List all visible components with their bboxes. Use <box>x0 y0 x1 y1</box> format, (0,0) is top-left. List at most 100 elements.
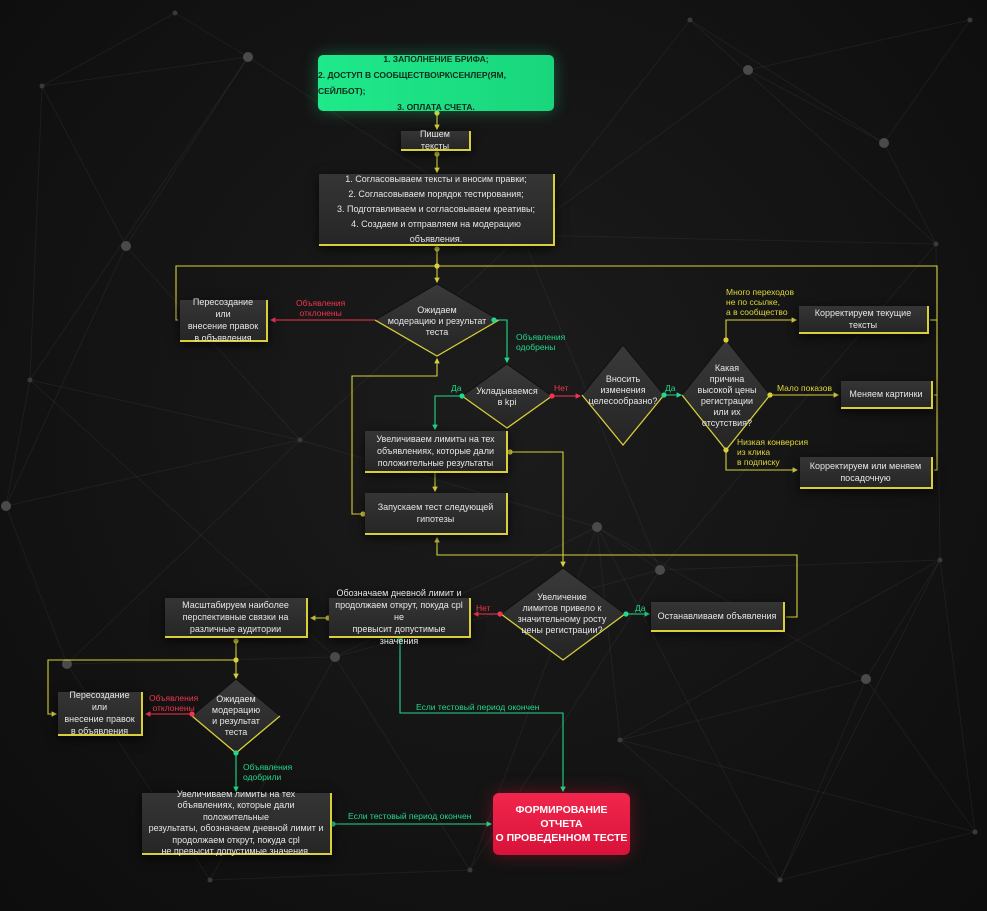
background-network-line <box>747 69 885 144</box>
background-network-line <box>209 869 471 881</box>
background-network-line <box>619 559 941 741</box>
decision-moderation-1 <box>374 283 500 357</box>
label-no-2: Нет <box>476 603 491 613</box>
wire-daily-to-end <box>399 639 566 793</box>
background-network-line <box>659 559 941 571</box>
background-network-line <box>619 678 867 741</box>
background-network-line <box>174 12 249 58</box>
label-yes-3: Да <box>635 603 646 613</box>
background-network-dot <box>1 501 11 511</box>
label-rejected-2: Объявления отклонены <box>149 693 199 713</box>
label-test-over-1: Если тестовый период окончен <box>416 702 540 712</box>
background-network-line <box>5 379 31 507</box>
dot-mod2-bottom <box>233 750 239 756</box>
dot-kpi-left <box>459 393 465 399</box>
wire-stop-loop <box>434 536 798 618</box>
background-network-dot <box>592 522 602 532</box>
dot-write-bottom <box>434 151 440 157</box>
background-network-line <box>883 19 971 144</box>
background-network-dot <box>937 557 943 563</box>
background-network-line <box>125 245 301 441</box>
label-no-1: Нет <box>554 383 569 393</box>
decision-worth-change <box>581 344 665 446</box>
end-node: ФОРМИРОВАНИЕ ОТЧЕТА О ПРОВЕДЕННОМ ТЕСТЕ <box>493 793 630 855</box>
node-next-hypothesis: Запускаем тест следующей гипотезы <box>365 493 508 535</box>
decision-worth-change-edge <box>581 394 665 447</box>
wire-mod2-loop <box>47 659 236 717</box>
background-network-line <box>5 505 68 665</box>
wire-top-loop-left <box>175 265 437 321</box>
background-network-dot <box>297 437 303 443</box>
background-network-dot <box>861 674 871 684</box>
background-network-dot <box>207 877 213 883</box>
node-redo-2-label: Пересоздание или внесение правок в объяв… <box>64 690 135 736</box>
node-change-images-label: Меняем картинки <box>849 389 923 399</box>
node-redo-1-label: Пересоздание или внесение правок в объяв… <box>187 297 259 343</box>
node-increase-final: Увеличиваем лимиты на тех объявлениях, к… <box>142 789 332 856</box>
background-network-dot <box>62 659 72 669</box>
dot-increase-right <box>507 449 513 455</box>
wire-increase-right <box>510 451 566 568</box>
node-fix-landing: Корректируем или меняем посадочную <box>800 457 933 489</box>
background-network-dot <box>172 10 178 16</box>
background-network-dot <box>879 138 889 148</box>
dot-scale-bottom <box>233 638 239 644</box>
background-network-line <box>779 831 976 881</box>
label-rejected-1: Объявления отклонены <box>296 298 346 318</box>
background-network-line <box>5 439 301 507</box>
background-network-line <box>334 656 471 871</box>
background-network-dot <box>617 737 623 743</box>
node-set-daily-label: Обозначаем дневной лимит и продолжаем от… <box>335 588 463 646</box>
wire-kpi-yes <box>432 395 462 431</box>
node-change-images: Меняем картинки <box>841 381 933 409</box>
background-network-line <box>596 526 661 571</box>
label-low-conversion: Низкая конверсия из клика в подписку <box>737 437 809 467</box>
background-network-line <box>299 439 598 528</box>
background-network-line <box>521 69 749 236</box>
decision-reason <box>681 339 771 451</box>
label-approved-1: Объявления одобрены <box>516 332 566 352</box>
end-node-label: ФОРМИРОВАНИЕ ОТЧЕТА О ПРОВЕДЕННОМ ТЕСТЕ <box>495 804 628 844</box>
dot-reason-bottom <box>723 447 729 453</box>
background-network-dot <box>655 565 665 575</box>
label-approved-2: Объявления одобрили <box>243 762 293 782</box>
background-network-line <box>779 559 941 881</box>
background-network-line <box>689 19 885 144</box>
node-scale-label: Масштабируем наиболее перспективные связ… <box>182 600 289 634</box>
background-network-line <box>29 56 249 381</box>
label-many-clicks: Много переходов не по ссылке, а в сообще… <box>726 287 794 317</box>
label-test-over-2: Если тестовый период окончен <box>348 811 472 821</box>
background-network-line <box>66 439 301 665</box>
background-network-line <box>939 559 976 833</box>
background-network-dot <box>933 241 939 247</box>
node-write-texts-label: Пишем тексты <box>420 129 450 151</box>
node-fix-landing-label: Корректируем или меняем посадочную <box>809 461 922 483</box>
background-network-line <box>596 526 621 741</box>
decision-kpi-edge <box>461 395 553 429</box>
start-line-1: 1. ЗАПОЛНЕНИЕ БРИФА; <box>383 54 489 64</box>
background-network-line <box>747 19 971 71</box>
dot-next-left <box>360 511 366 517</box>
dot-mod2-left <box>189 711 195 717</box>
background-network-dot <box>967 17 973 23</box>
node-prep-list-label: 1. Согласовываем тексты и вносим правки;… <box>336 173 536 244</box>
background-network-line <box>659 243 937 571</box>
background-network-dot <box>330 652 340 662</box>
label-few-impressions: Мало показов <box>777 383 832 393</box>
background-network-dot <box>777 877 783 883</box>
background-network-line <box>619 739 976 833</box>
background-network-line <box>619 739 781 881</box>
decision-moderation-2 <box>191 678 281 754</box>
wire-next-loop <box>351 357 440 515</box>
background-network-line <box>41 12 176 87</box>
wire-top-loop-right <box>437 265 938 471</box>
dot-kpi-right <box>549 393 555 399</box>
start-line-2: 2. ДОСТУП В СООБЩЕСТВО\РК\СЕНЛЕР(ЯМ, СЕЙ… <box>318 70 506 96</box>
dot-worth-right <box>661 392 667 398</box>
start-line-3: 3. ОПЛАТА СЧЕТА. <box>397 102 475 112</box>
background-network-line <box>521 234 937 245</box>
background-network-line <box>41 56 249 87</box>
dot-limits-right <box>623 611 629 617</box>
decision-limits-growth <box>500 567 626 661</box>
